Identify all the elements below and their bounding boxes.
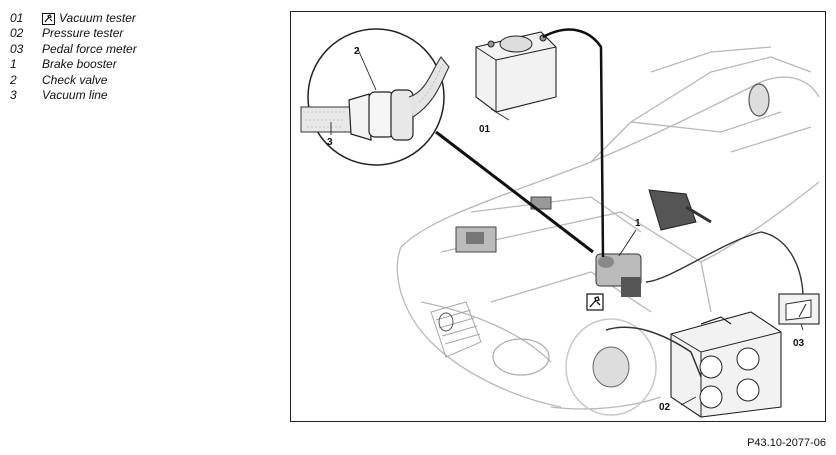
legend-code: 1	[10, 57, 17, 72]
steering-wheel	[748, 83, 770, 117]
pressure-tester-device	[670, 311, 782, 418]
callout-03: 03	[793, 338, 805, 349]
figure-reference: P43.10-2077-06	[747, 437, 826, 449]
callout-1: 1	[635, 218, 641, 229]
callout-3: 3	[327, 137, 333, 148]
special-tool-icon	[42, 12, 55, 25]
vacuum-tester-device	[475, 31, 557, 121]
callout-02: 02	[659, 402, 671, 413]
legend-item-vacuum-line: 3 Vacuum line	[10, 88, 137, 103]
legend-code: 01	[10, 11, 24, 25]
legend-code: 3	[10, 87, 17, 102]
legend-item-check-valve: 2 Check valve	[10, 73, 137, 88]
check-valve-detail	[300, 28, 450, 166]
legend-label: Brake booster	[42, 57, 117, 72]
pedal-force-meter-device	[778, 293, 820, 331]
front-wheel	[565, 318, 657, 416]
callout-1-leader	[618, 229, 637, 257]
detail-leader-line	[435, 130, 594, 254]
vacuum-tester-hose	[542, 28, 605, 258]
legend-label: Pressure tester	[42, 26, 124, 41]
engine-bay	[455, 196, 552, 253]
pressure-tester-hose	[605, 326, 702, 378]
special-tool-icon	[586, 293, 604, 311]
headlight	[492, 338, 550, 376]
legend-item-pedal-force-meter: 03 Pedal force meter	[10, 42, 137, 57]
legend-item-pressure-tester: 02 Pressure tester	[10, 26, 137, 41]
grille	[430, 301, 482, 358]
callout-2: 2	[354, 46, 360, 57]
callout-01: 01	[479, 124, 491, 135]
pedal-force-meter-cable	[645, 231, 804, 295]
brake-booster	[595, 253, 642, 297]
legend-label: Vacuum tester	[59, 11, 136, 25]
legend-label: Pedal force meter	[42, 41, 137, 56]
legend: 01 Vacuum tester 02 Pressure tester 03 P…	[10, 11, 137, 103]
pedal-assembly	[648, 189, 712, 231]
illustration-frame: 01 02 03 1 2 3	[290, 11, 826, 422]
legend-label: Vacuum line	[42, 87, 108, 102]
car-brake-test-illustration: 01 02 03 1 2 3	[300, 28, 820, 418]
legend-code: 02	[10, 26, 24, 41]
legend-label: Check valve	[42, 72, 108, 87]
brake-disc	[592, 346, 630, 388]
legend-code: 2	[10, 72, 17, 87]
legend-item-brake-booster: 1 Brake booster	[10, 57, 137, 72]
car-body	[396, 46, 820, 410]
legend-code: 03	[10, 41, 24, 56]
legend-item-vacuum-tester: 01 Vacuum tester	[10, 11, 137, 26]
